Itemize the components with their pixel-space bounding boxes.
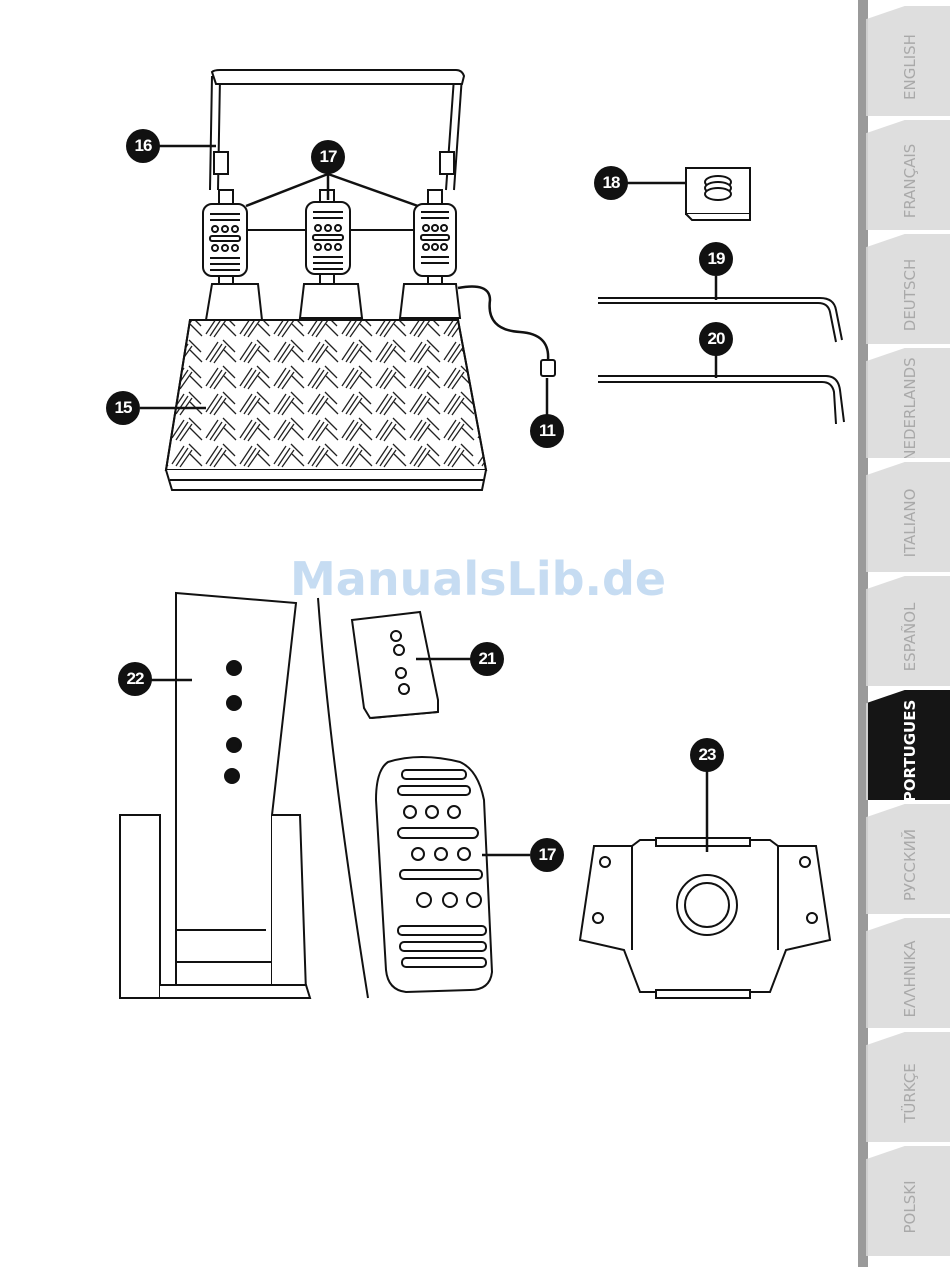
- tab-label: DEUTSCH: [901, 258, 919, 330]
- tab-espanol[interactable]: ESPAÑOL: [866, 576, 950, 686]
- callout-17-bottom: 17: [530, 838, 564, 872]
- tab-nederlands[interactable]: NEDERLANDS: [866, 348, 950, 458]
- callout-15: 15: [106, 391, 140, 425]
- callout-17-top: 17: [311, 140, 345, 174]
- tab-russian[interactable]: РУССКИЙ: [866, 804, 950, 914]
- callout-21: 21: [470, 642, 504, 676]
- tab-polski[interactable]: POLSKI: [866, 1146, 950, 1256]
- callout-20: 20: [699, 322, 733, 356]
- tab-portugues[interactable]: PORTUGUES: [866, 690, 950, 800]
- tab-label: ESPAÑOL: [901, 602, 919, 671]
- pedal-pad-right: [414, 204, 456, 276]
- pedal-arm-drawing: [120, 593, 368, 998]
- callout-19: 19: [699, 242, 733, 276]
- callout-22: 22: [118, 662, 152, 696]
- nut-drawing: [686, 168, 750, 220]
- callout-11: 11: [530, 414, 564, 448]
- tab-label: FRANÇAIS: [901, 143, 919, 218]
- pedal-pad-detail-drawing: [376, 757, 492, 992]
- callout-16: 16: [126, 129, 160, 163]
- callout-23: 23: [690, 738, 724, 772]
- tab-deutsch[interactable]: DEUTSCH: [866, 234, 950, 344]
- pedal-set: [166, 70, 555, 490]
- callout-18: 18: [594, 166, 628, 200]
- pedal-set-illustration: [0, 0, 858, 1267]
- tab-label: ENGLISH: [901, 34, 919, 100]
- pad-mount-drawing: [352, 612, 438, 718]
- tab-label: ΕΛΛΗΝΙΚΑ: [901, 940, 919, 1017]
- pedal-pad-left: [203, 204, 247, 276]
- tab-turkce[interactable]: TÜRKÇE: [866, 1032, 950, 1142]
- tab-english[interactable]: ENGLISH: [866, 6, 950, 116]
- tab-label: ITALIANO: [901, 488, 919, 557]
- tab-label: РУССКИЙ: [901, 828, 919, 900]
- tab-label: NEDERLANDS: [901, 357, 919, 460]
- tab-label: TÜRKÇE: [901, 1063, 919, 1123]
- pedal-pad-center: [306, 202, 350, 274]
- mount-plate-drawing: [580, 838, 830, 998]
- tab-label: PORTUGUES: [901, 699, 919, 802]
- watermark: ManualsLib.de: [290, 552, 670, 606]
- hex-keys-drawing: [598, 298, 844, 424]
- tab-label: POLSKI: [901, 1180, 919, 1233]
- language-tabs: ENGLISH FRANÇAIS DEUTSCH NEDERLANDS ITAL…: [858, 0, 950, 1267]
- tab-greek[interactable]: ΕΛΛΗΝΙΚΑ: [866, 918, 950, 1028]
- tab-italiano[interactable]: ITALIANO: [866, 462, 950, 572]
- tab-francais[interactable]: FRANÇAIS: [866, 120, 950, 230]
